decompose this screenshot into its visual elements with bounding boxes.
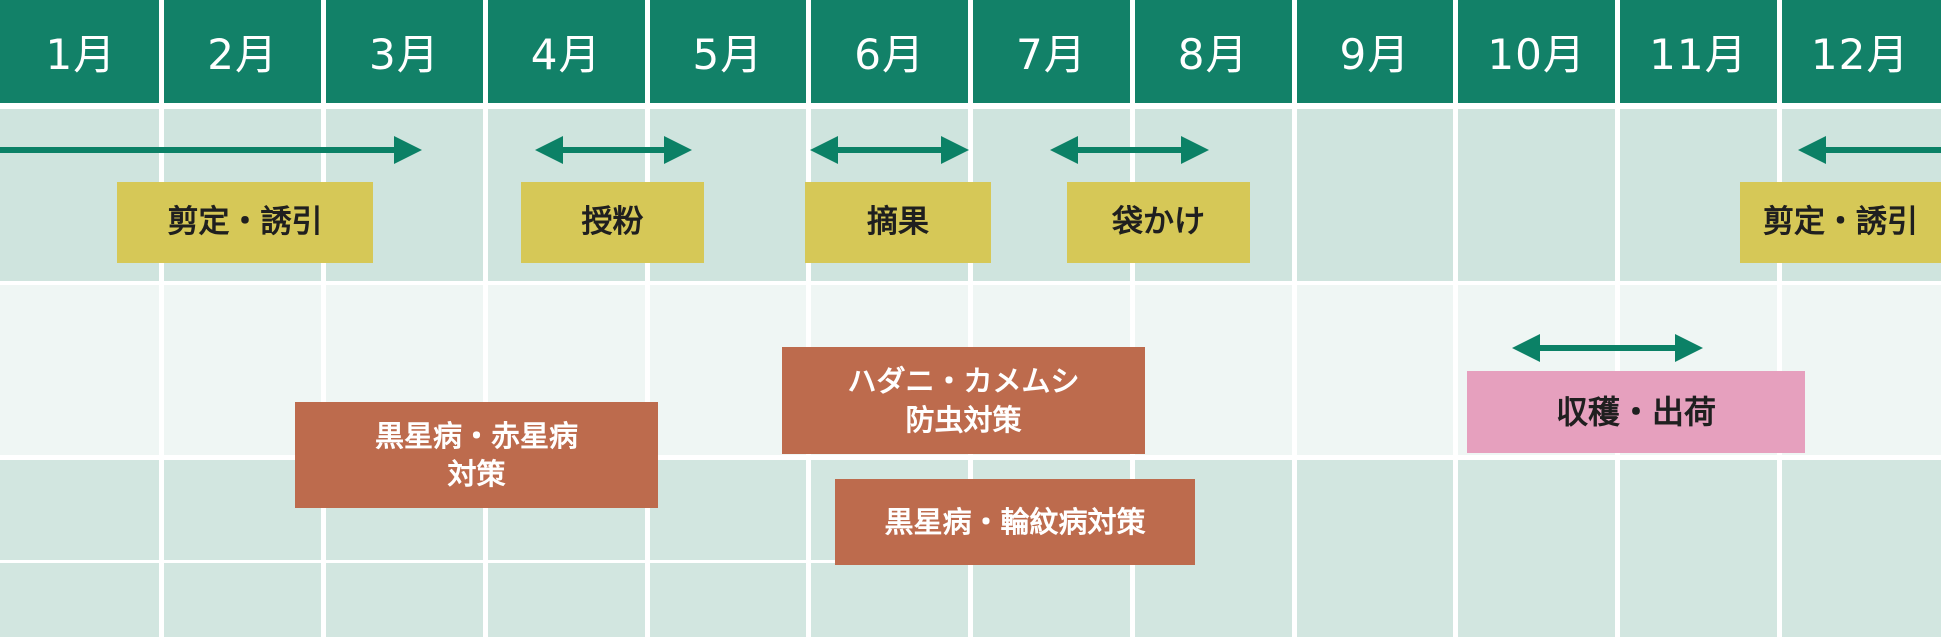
month-label-8: 8月	[1177, 30, 1249, 79]
duration-arrow-jan-mar	[0, 136, 422, 164]
header-divider	[0, 103, 1941, 109]
month-gridline	[1453, 0, 1459, 637]
month-gridline	[159, 0, 165, 637]
month-label-5: 5月	[692, 30, 764, 79]
harvest-shipping-bar: 収穫・出荷	[1467, 371, 1805, 453]
arrow-shaft	[1070, 147, 1189, 153]
task-bar-label: 防虫対策	[905, 402, 1022, 437]
duration-arrow-thinning	[810, 136, 969, 164]
arrow-head-right-icon	[1181, 136, 1209, 164]
task-bar-label: 剪定・誘引	[167, 204, 323, 241]
month-label-2: 2月	[207, 30, 278, 79]
task-bar-label: 剪定・誘引	[1763, 204, 1918, 241]
fruit-thinning-bar: 摘果	[805, 182, 991, 263]
month-label-6: 6月	[854, 30, 925, 79]
arrow-shaft	[830, 147, 949, 153]
month-label-3: 3月	[369, 30, 440, 79]
month-label-7: 7月	[1016, 30, 1087, 79]
arrow-shaft	[0, 147, 402, 153]
arrow-head-left-icon	[1050, 136, 1078, 164]
row-divider-partial	[0, 560, 1132, 563]
row-divider-2	[0, 455, 1941, 460]
month-label-12: 12月	[1810, 30, 1910, 79]
arrow-head-right-icon	[941, 136, 969, 164]
arrow-head-right-icon	[394, 136, 422, 164]
month-gridline	[968, 0, 973, 637]
pollination-bar: 授粉	[521, 182, 704, 263]
task-bar-label: 黒星病・赤星病	[374, 418, 578, 453]
arrow-shaft	[1532, 345, 1683, 351]
month-label-1: 1月	[45, 30, 117, 79]
month-gridline	[806, 0, 812, 637]
task-bar-label: 収穫・出荷	[1555, 392, 1716, 431]
task-bar-label: ハダニ・カメムシ	[847, 364, 1080, 399]
month-gridline	[1615, 0, 1620, 637]
month-label-10: 10月	[1487, 30, 1586, 79]
pruning-training-bar-1: 剪定・誘引	[117, 182, 373, 263]
mite-stinkbug-control-bar: ハダニ・カメムシ防虫対策	[782, 347, 1145, 454]
arrow-head-left-icon	[1512, 334, 1540, 362]
arrow-shaft	[1818, 147, 1941, 153]
month-label-11: 11月	[1649, 30, 1748, 79]
arrow-shaft	[555, 147, 672, 153]
month-gridline	[1291, 0, 1297, 637]
scab-rust-control-bar: 黒星病・赤星病対策	[295, 402, 658, 508]
bagging-bar: 袋かけ	[1067, 182, 1250, 263]
month-gridline	[644, 0, 650, 637]
task-bar-label: 摘果	[867, 204, 929, 241]
bottom-divider	[0, 637, 1941, 641]
task-bar-label: 黒星病・輪紋病対策	[884, 504, 1146, 539]
pruning-training-bar-2: 剪定・誘引	[1740, 182, 1941, 263]
scab-ringrot-control-bar: 黒星病・輪紋病対策	[835, 479, 1195, 565]
month-gridline	[321, 0, 326, 637]
task-bar-label: 授粉	[581, 204, 644, 241]
arrow-head-left-icon	[810, 136, 838, 164]
arrow-head-right-icon	[1675, 334, 1703, 362]
month-gridline	[482, 0, 488, 637]
duration-arrow-december	[1798, 136, 1941, 164]
arrow-head-left-icon	[535, 136, 563, 164]
duration-arrow-bagging	[1050, 136, 1209, 164]
row-divider-1	[0, 281, 1941, 285]
task-bar-label: 対策	[447, 457, 506, 491]
arrow-head-right-icon	[664, 136, 692, 164]
month-label-9: 9月	[1339, 30, 1411, 79]
task-bar-label: 袋かけ	[1112, 204, 1205, 241]
duration-arrow-pollination	[535, 136, 692, 164]
duration-arrow-harvest	[1512, 334, 1703, 362]
arrow-head-left-icon	[1798, 136, 1826, 164]
month-gridline	[1129, 0, 1135, 637]
month-label-4: 4月	[530, 30, 602, 79]
month-gridline	[1776, 0, 1782, 637]
